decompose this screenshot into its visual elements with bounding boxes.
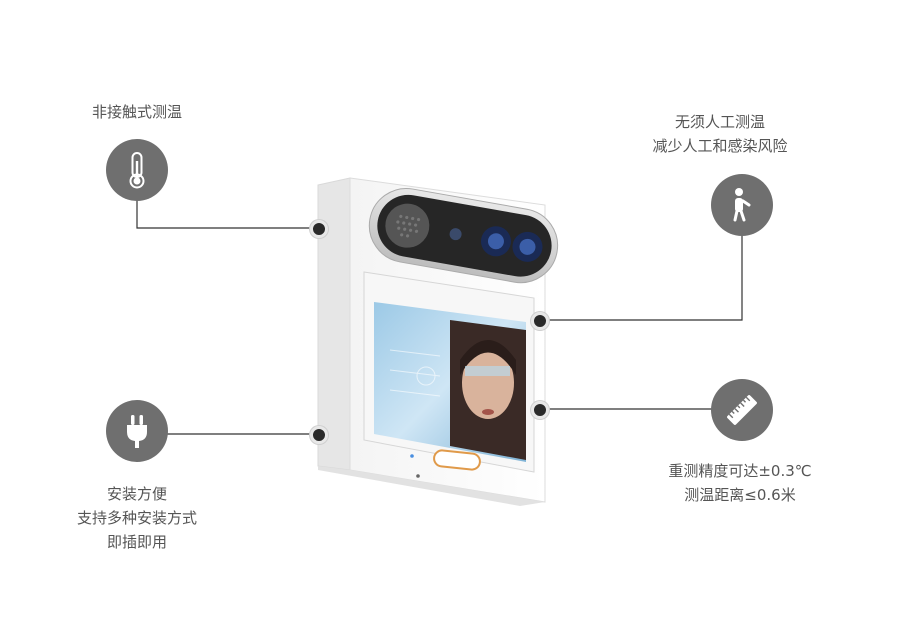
ruler-icon — [711, 379, 773, 441]
feature-install-label: 安装方便 支持多种安装方式 即插即用 — [62, 482, 212, 554]
feature-no-manual-line1: 无须人工测温 — [674, 113, 765, 131]
feature-install-line1: 安装方便 — [106, 485, 167, 503]
feature-no-manual-label: 无须人工测温 减少人工和感染风险 — [645, 110, 795, 158]
feature-accuracy-line2: 测温距离≤0.6米 — [684, 486, 796, 504]
feature-install-line3: 即插即用 — [106, 533, 167, 551]
thermometer-icon — [106, 139, 168, 201]
feature-no-manual-line2: 减少人工和感染风险 — [652, 137, 788, 155]
feature-accuracy-label: 重测精度可达±0.3℃ 测温距离≤0.6米 — [648, 459, 832, 507]
callout-dot — [531, 401, 549, 419]
person-icon — [711, 174, 773, 236]
feature-accuracy-line1: 重测精度可达±0.3℃ — [668, 462, 812, 480]
feature-non-contact-label: 非接触式测温 — [91, 103, 182, 121]
callout-dot — [310, 426, 328, 444]
feature-install-line2: 支持多种安装方式 — [76, 509, 197, 527]
callout-dot — [531, 312, 549, 330]
temperature-device-illustration — [317, 177, 559, 506]
plug-icon — [106, 400, 168, 462]
callout-dot — [310, 220, 328, 238]
